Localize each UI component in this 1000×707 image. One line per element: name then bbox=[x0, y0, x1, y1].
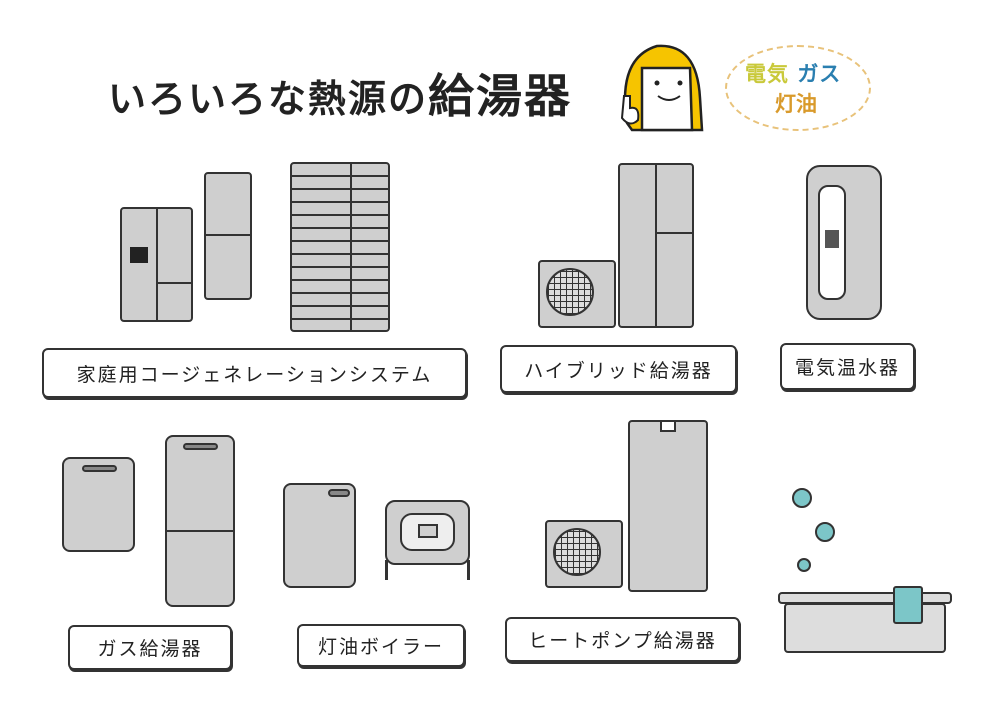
kerosene-text: 灯油 bbox=[775, 92, 817, 116]
energy-bubble bbox=[725, 45, 871, 131]
gas-text: ガス bbox=[797, 62, 842, 86]
label-cogeneration: 家庭用コージェネレーションシステム bbox=[42, 348, 467, 398]
title-prefix: いろいろな熱源の bbox=[108, 77, 429, 121]
label-kerosene: 灯油ボイラー bbox=[297, 624, 465, 667]
label-gas: ガス給湯器 bbox=[68, 625, 232, 670]
page-title: いろいろな熱源の給湯器 bbox=[108, 60, 572, 126]
label-heatpump: ヒートポンプ給湯器 bbox=[505, 617, 740, 662]
label-hybrid: ハイブリッド給湯器 bbox=[500, 345, 737, 393]
energy-line1: 電気 ガス bbox=[745, 58, 841, 88]
title-main: 給湯器 bbox=[428, 69, 573, 123]
electric-text: 電気 bbox=[745, 62, 789, 86]
character-illustration bbox=[620, 44, 704, 132]
label-electric: 電気温水器 bbox=[780, 343, 915, 390]
